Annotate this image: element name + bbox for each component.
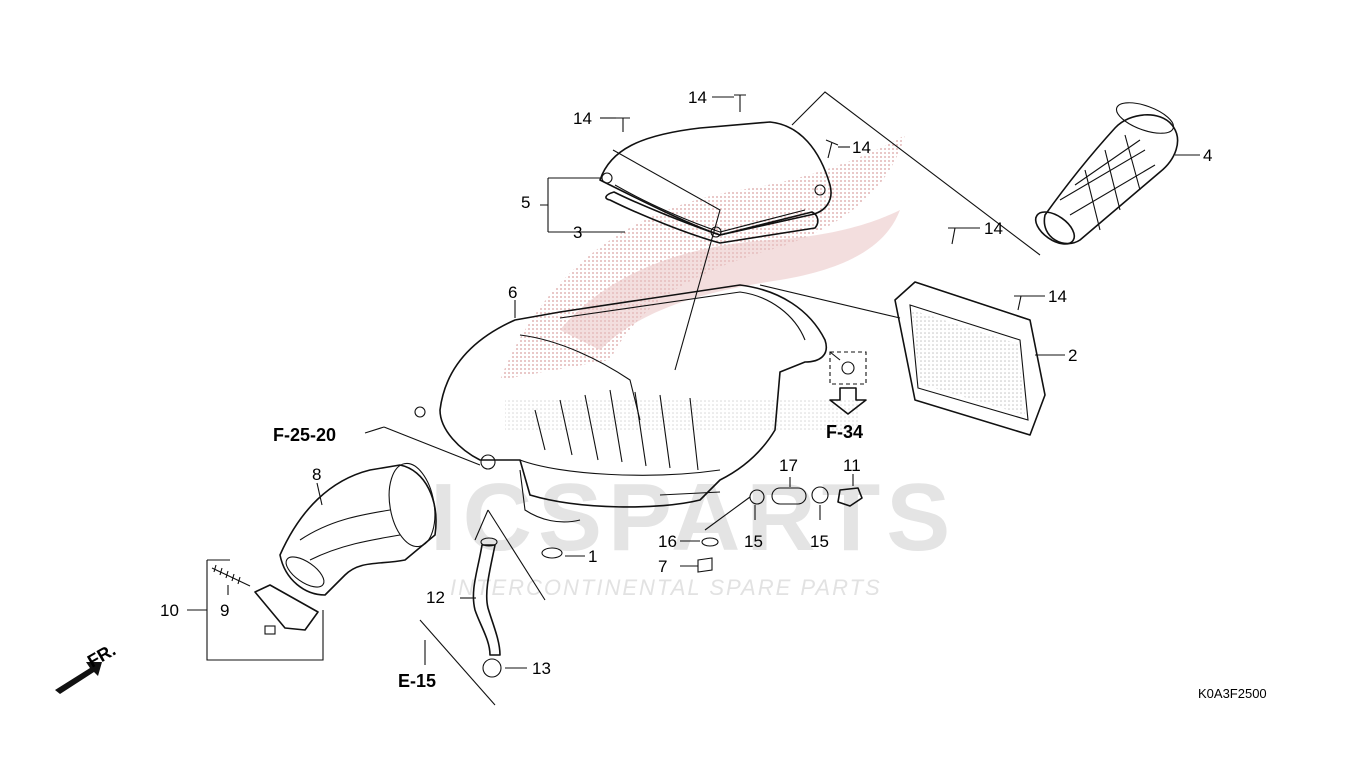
f34-arrow: [829, 387, 867, 415]
front-direction-arrow: [55, 662, 102, 694]
label-part-3: 3: [573, 223, 582, 242]
diagram-code: K0A3F2500: [1198, 686, 1267, 701]
label-part-9: 9: [220, 601, 229, 620]
cover-gasket: [605, 191, 819, 244]
small-hardware: [482, 361, 863, 678]
air-cleaner-case: [414, 284, 827, 523]
label-part-8: 8: [312, 465, 321, 484]
intake-snorkel: [1034, 102, 1179, 245]
label-part-6: 6: [508, 283, 517, 302]
band-screw-set: [211, 564, 319, 635]
label-part-4: 4: [1203, 146, 1212, 165]
label-part-2: 2: [1068, 346, 1077, 365]
label-part-16: 16: [658, 532, 677, 551]
reference-e15: E-15: [398, 671, 436, 691]
watermark-brand: ICSPARTS: [430, 464, 956, 571]
label-part-12: 12: [426, 588, 445, 607]
label-part-17: 17: [779, 456, 798, 475]
label-part-10: 10: [160, 601, 179, 620]
reference-f34: F-34: [826, 422, 863, 442]
label-part-1: 1: [588, 547, 597, 566]
label-part-11: 11: [843, 456, 861, 475]
leader-lines: [187, 91, 1200, 706]
label-part-14-a: 14: [573, 109, 592, 128]
drain-tube: [472, 537, 501, 656]
label-part-15-a: 15: [744, 532, 763, 551]
screw-fasteners: [616, 94, 1028, 311]
label-part-14-c: 14: [852, 138, 871, 157]
watermark-tagline: INTERCONTINENTAL SPARE PARTS: [450, 575, 882, 600]
label-part-5: 5: [521, 193, 530, 212]
label-part-14-e: 14: [1048, 287, 1067, 306]
label-part-14-b: 14: [688, 88, 707, 107]
label-part-15-b: 15: [810, 532, 829, 551]
label-part-14-d: 14: [984, 219, 1003, 238]
air-cleaner-cover: [599, 121, 832, 238]
watermark-logo: [500, 135, 905, 430]
label-part-7: 7: [658, 557, 667, 576]
label-part-13: 13: [532, 659, 551, 678]
reference-f25-20: F-25-20: [273, 425, 336, 445]
connecting-tube: [279, 462, 437, 596]
f34-box: [829, 351, 867, 385]
air-filter-element: [894, 281, 1046, 436]
